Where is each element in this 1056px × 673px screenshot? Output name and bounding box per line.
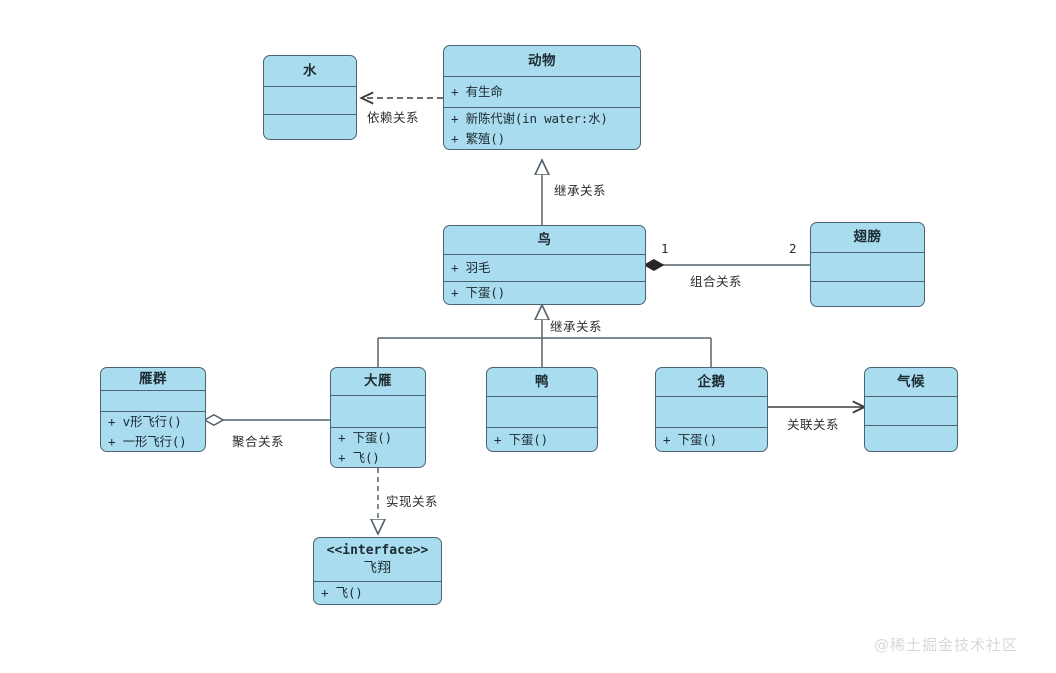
class-method: + 下蛋() <box>338 430 392 446</box>
class-attributes-wing <box>811 252 924 281</box>
class-attributes-climate <box>865 396 957 425</box>
class-method: + 一形飞行() <box>108 433 187 449</box>
edge-label-composition: 组合关系 <box>690 274 743 289</box>
class-name-wing: 翅膀 <box>853 229 882 246</box>
class-method: + 飞() <box>338 449 380 465</box>
class-methods-flock: + v形飞行() + 一形飞行() <box>101 411 205 451</box>
interface-methods-flyable: + 飞() <box>314 581 441 604</box>
class-box-wildgoose[interactable]: 大雁 + 下蛋() + 飞() <box>330 367 426 468</box>
class-box-bird[interactable]: 鸟 + 羽毛 + 下蛋() <box>443 225 646 305</box>
class-box-flyable-interface[interactable]: <<interface>> 飞翔 + 飞() <box>313 537 442 605</box>
class-name-wildgoose: 大雁 <box>364 373 392 390</box>
class-attribute: + 有生命 <box>451 84 503 100</box>
class-name-water: 水 <box>303 62 317 79</box>
class-attributes-flock <box>101 389 205 411</box>
class-box-penguin[interactable]: 企鹅 + 下蛋() <box>655 367 768 452</box>
class-attribute: + 羽毛 <box>451 260 491 276</box>
class-attributes-bird: + 羽毛 <box>444 254 645 281</box>
class-method: + v形飞行() <box>108 414 182 430</box>
class-attributes-animal: + 有生命 <box>444 76 640 107</box>
interface-header-flyable: <<interface>> 飞翔 <box>314 538 441 581</box>
class-method: + 下蛋() <box>451 285 505 301</box>
class-attributes-penguin <box>656 396 767 427</box>
class-methods-water <box>264 114 356 139</box>
class-method: + 新陈代谢(in water:水) <box>451 111 608 127</box>
class-box-water[interactable]: 水 <box>263 55 357 140</box>
class-attributes-wildgoose <box>331 394 425 428</box>
class-name-penguin: 企鹅 <box>697 373 726 390</box>
site-watermark: @稀土掘金技术社区 <box>874 636 1019 654</box>
class-method: + 繁殖() <box>451 130 505 146</box>
class-box-climate[interactable]: 气候 <box>864 367 958 452</box>
class-method: + 飞() <box>321 585 363 601</box>
multiplicity-wing-side: 2 <box>789 241 797 256</box>
class-box-animal[interactable]: 动物 + 有生命 + 新陈代谢(in water:水) + 繁殖() <box>443 45 641 150</box>
interface-name-flyable: 飞翔 <box>363 560 392 577</box>
class-box-flock[interactable]: 雁群 + v形飞行() + 一形飞行() <box>100 367 206 452</box>
edge-label-realization: 实现关系 <box>386 494 439 509</box>
class-methods-animal: + 新陈代谢(in water:水) + 繁殖() <box>444 107 640 149</box>
class-method: + 下蛋() <box>663 431 717 447</box>
edge-label-association: 关联关系 <box>787 417 840 432</box>
edge-label-aggregation: 聚合关系 <box>232 434 285 449</box>
class-name-duck: 鸭 <box>535 373 549 390</box>
class-method: + 下蛋() <box>494 431 548 447</box>
class-attributes-duck <box>487 396 597 427</box>
class-methods-wing <box>811 281 924 306</box>
class-methods-bird: + 下蛋() <box>444 281 645 304</box>
multiplicity-bird-side: 1 <box>661 241 669 256</box>
class-name-flock: 雁群 <box>139 370 167 387</box>
class-attributes-water <box>264 86 356 114</box>
class-box-duck[interactable]: 鸭 + 下蛋() <box>486 367 598 452</box>
class-name-animal: 动物 <box>528 52 556 69</box>
class-box-wing[interactable]: 翅膀 <box>810 222 925 307</box>
class-methods-duck: + 下蛋() <box>487 427 597 451</box>
class-methods-wildgoose: + 下蛋() + 飞() <box>331 427 425 467</box>
interface-stereotype-label: <<interface>> <box>326 542 429 558</box>
edge-inheritance-children-bird <box>377 305 712 367</box>
class-methods-climate <box>865 425 957 451</box>
class-name-climate: 气候 <box>897 373 925 390</box>
class-methods-penguin: + 下蛋() <box>656 427 767 451</box>
edge-label-inheritance-bird-animal: 继承关系 <box>554 183 607 198</box>
class-name-bird: 鸟 <box>537 231 552 248</box>
edge-label-dependency: 依赖关系 <box>367 110 420 125</box>
edge-label-inheritance-children-bird: 继承关系 <box>550 319 603 334</box>
